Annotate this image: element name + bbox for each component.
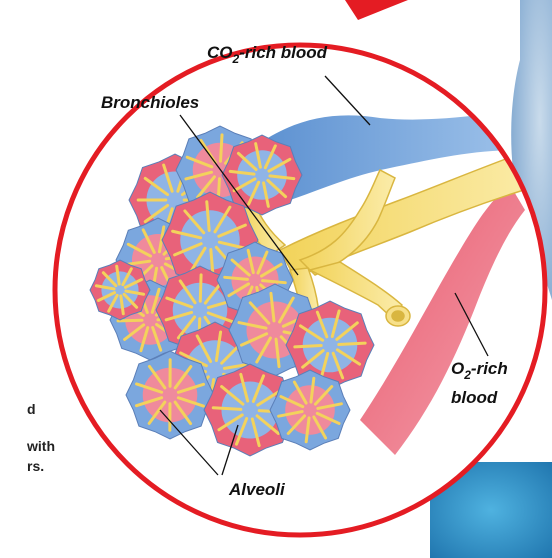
bronchioles-label: Bronchioles <box>101 93 199 112</box>
alveolus <box>126 351 214 439</box>
edge-text-line-3: rs. <box>27 457 44 475</box>
edge-text-line-1: d <box>27 400 36 418</box>
pointer-arrow <box>345 0 408 20</box>
edge-text-line-2: with <box>27 437 55 455</box>
alveolus <box>90 260 150 320</box>
o2-label-line2: blood <box>451 388 498 407</box>
alveoli-label: Alveoli <box>228 480 286 499</box>
alveolus <box>270 370 350 450</box>
